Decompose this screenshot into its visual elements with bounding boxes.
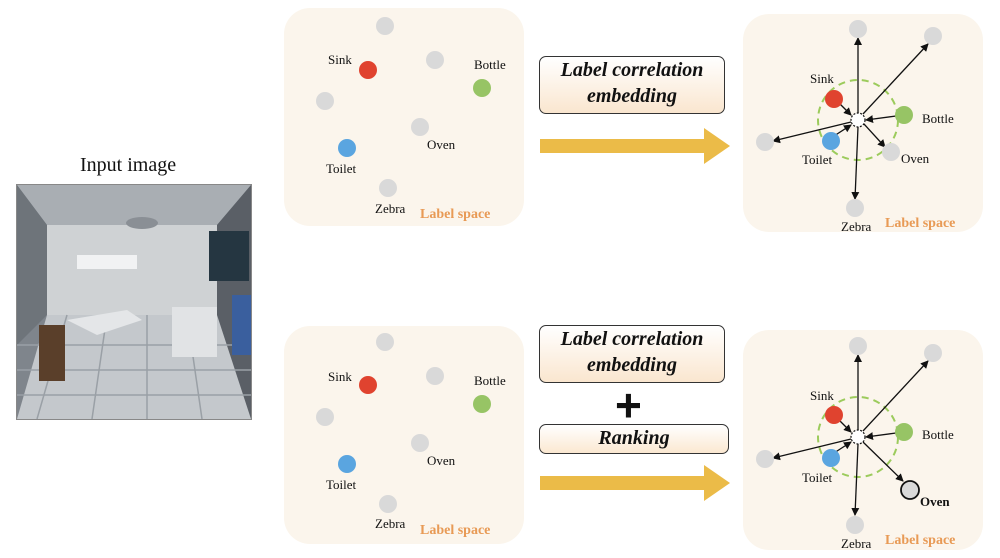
box-line-2: embedding bbox=[587, 85, 677, 107]
node-zebra bbox=[846, 199, 864, 217]
label-sink: Sink bbox=[810, 71, 834, 86]
node-sink bbox=[359, 61, 377, 79]
node-oven bbox=[882, 143, 900, 161]
label-toilet: Toilet bbox=[326, 161, 357, 176]
node-center bbox=[850, 112, 866, 128]
node-neutral bbox=[756, 450, 774, 468]
label-sink: Sink bbox=[810, 388, 834, 403]
label-zebra: Zebra bbox=[375, 201, 406, 216]
label-space-caption: Label space bbox=[885, 216, 956, 231]
box-line-2: embedding bbox=[587, 354, 677, 376]
node-sink bbox=[825, 90, 843, 108]
box-line-1: Label correlation bbox=[560, 59, 704, 81]
node-neutral bbox=[376, 17, 394, 35]
label-space-panel-top-left bbox=[284, 8, 524, 226]
node-oven bbox=[411, 434, 429, 452]
node-neutral bbox=[924, 344, 942, 362]
label-oven: Oven bbox=[427, 137, 456, 152]
label-zebra: Zebra bbox=[375, 516, 406, 531]
label-toilet: Toilet bbox=[802, 470, 833, 485]
node-bottle bbox=[895, 106, 913, 124]
node-bottle bbox=[895, 423, 913, 441]
label-correlation-box-top: Label correlation embedding bbox=[539, 56, 725, 114]
node-bottle bbox=[473, 395, 491, 413]
node-neutral bbox=[849, 20, 867, 38]
node-oven-highlighted bbox=[900, 480, 920, 500]
node-neutral bbox=[426, 367, 444, 385]
node-center bbox=[850, 429, 866, 445]
label-correlation-box-bottom: Label correlation embedding bbox=[539, 325, 725, 383]
node-zebra bbox=[846, 516, 864, 534]
label-toilet: Toilet bbox=[802, 152, 833, 167]
box-line-1: Label correlation bbox=[560, 328, 704, 350]
node-neutral bbox=[376, 333, 394, 351]
node-neutral bbox=[849, 337, 867, 355]
plus-sign: + bbox=[615, 379, 642, 431]
node-neutral bbox=[924, 27, 942, 45]
label-sink: Sink bbox=[328, 369, 352, 384]
node-oven bbox=[411, 118, 429, 136]
node-zebra bbox=[379, 179, 397, 197]
node-zebra bbox=[379, 495, 397, 513]
node-toilet bbox=[822, 132, 840, 150]
ranking-box: Ranking bbox=[539, 424, 729, 454]
bottom-left-nodes bbox=[316, 333, 491, 513]
top-right-graph bbox=[756, 20, 942, 217]
label-bottle: Bottle bbox=[474, 57, 506, 72]
label-oven-highlighted: Oven bbox=[920, 494, 950, 509]
node-toilet bbox=[822, 449, 840, 467]
label-space-caption: Label space bbox=[885, 533, 956, 548]
yellow-arrow-top bbox=[540, 128, 730, 164]
label-oven: Oven bbox=[901, 151, 930, 166]
bathroom-photo bbox=[16, 184, 252, 420]
top-left-nodes bbox=[316, 17, 491, 197]
label-space-caption: Label space bbox=[420, 207, 491, 222]
label-oven: Oven bbox=[427, 453, 456, 468]
label-bottle: Bottle bbox=[474, 373, 506, 388]
ranking-label: Ranking bbox=[598, 427, 670, 449]
label-sink: Sink bbox=[328, 52, 352, 67]
label-zebra: Zebra bbox=[841, 536, 872, 551]
label-bottle: Bottle bbox=[922, 111, 954, 126]
node-sink bbox=[359, 376, 377, 394]
node-toilet bbox=[338, 455, 356, 473]
label-space-panel-bottom-left bbox=[284, 326, 524, 544]
label-toilet: Toilet bbox=[326, 477, 357, 492]
bottom-right-graph bbox=[756, 337, 942, 534]
node-neutral bbox=[316, 92, 334, 110]
node-toilet bbox=[338, 139, 356, 157]
node-sink bbox=[825, 406, 843, 424]
label-zebra: Zebra bbox=[841, 219, 872, 234]
yellow-arrow-bottom bbox=[540, 465, 730, 501]
node-neutral bbox=[316, 408, 334, 426]
label-space-caption: Label space bbox=[420, 523, 491, 538]
input-image-title: Input image bbox=[80, 154, 177, 176]
node-neutral bbox=[426, 51, 444, 69]
label-bottle: Bottle bbox=[922, 427, 954, 442]
node-neutral bbox=[756, 133, 774, 151]
node-bottle bbox=[473, 79, 491, 97]
